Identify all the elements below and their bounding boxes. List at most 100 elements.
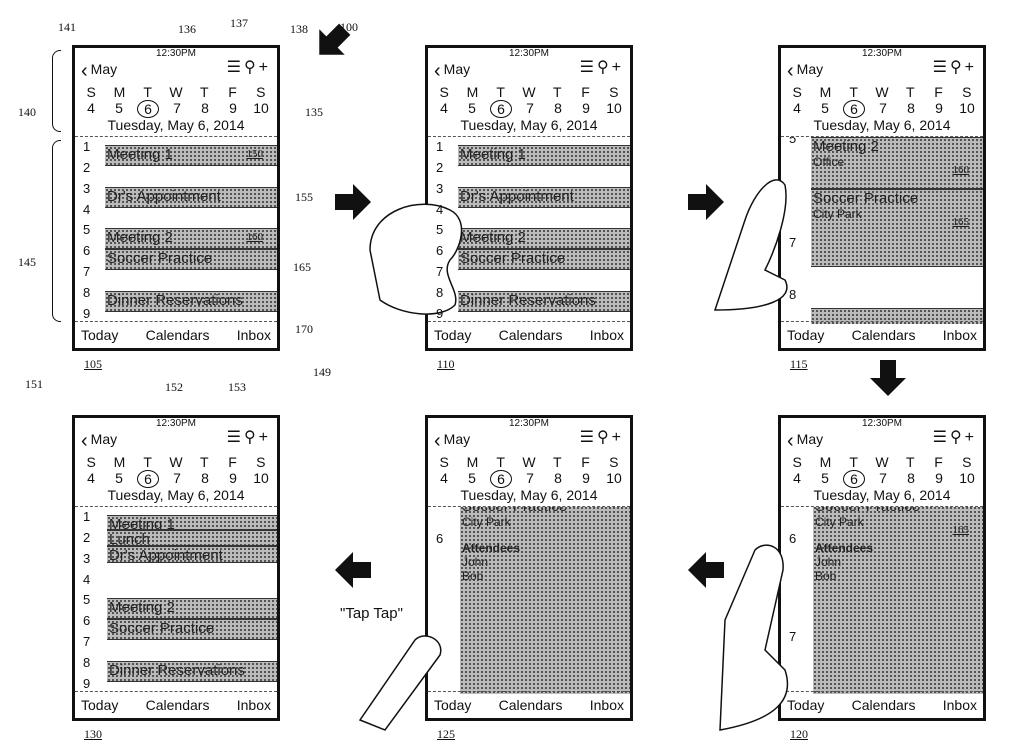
date-cell[interactable]: 7: [520, 470, 540, 488]
date-cell[interactable]: 4: [81, 100, 101, 118]
event-block[interactable]: Soccer PracticeCity ParkAttendeesJohnBob…: [813, 507, 983, 694]
date-cell[interactable]: 8: [901, 100, 921, 118]
plus-icon[interactable]: +: [612, 59, 624, 76]
list-icon[interactable]: ☰: [227, 59, 244, 76]
date-cell[interactable]: 10: [604, 470, 624, 488]
date-cell[interactable]: 9: [929, 100, 949, 118]
search-icon[interactable]: ⚲: [950, 429, 965, 446]
date-cell[interactable]: 5: [109, 470, 129, 488]
date-cell[interactable]: 10: [957, 470, 977, 488]
event-block[interactable]: Lunch: [107, 530, 277, 547]
date-cell[interactable]: 5: [462, 100, 482, 118]
search-icon[interactable]: ⚲: [597, 59, 612, 76]
event-block[interactable]: Dr's Appointment: [105, 187, 277, 208]
date-cell[interactable]: 5: [462, 470, 482, 488]
date-cell[interactable]: 9: [223, 470, 243, 488]
date-cell[interactable]: 6: [490, 470, 512, 488]
date-cell[interactable]: 9: [576, 100, 596, 118]
back-button[interactable]: ‹May: [434, 60, 470, 83]
tab-inbox[interactable]: Inbox: [590, 327, 624, 343]
event-block[interactable]: Soccer PracticeCity Park165: [811, 189, 983, 267]
event-block[interactable]: Meeting 1: [458, 145, 630, 166]
list-icon[interactable]: ☰: [933, 429, 950, 446]
tab-inbox[interactable]: Inbox: [943, 697, 977, 713]
date-cell[interactable]: 8: [548, 100, 568, 118]
date-cell[interactable]: 10: [957, 100, 977, 118]
date-cell[interactable]: 10: [251, 100, 271, 118]
date-cell[interactable]: 5: [109, 100, 129, 118]
search-icon[interactable]: ⚲: [950, 59, 965, 76]
date-cell[interactable]: 4: [434, 100, 454, 118]
event-block[interactable]: Meeting 1: [107, 515, 277, 530]
date-cell[interactable]: 7: [167, 100, 187, 118]
date-cell[interactable]: 9: [223, 100, 243, 118]
day-view[interactable]: 123456789Meeting 1LunchDr's AppointmentM…: [75, 507, 277, 694]
date-cell[interactable]: 9: [929, 470, 949, 488]
event-block[interactable]: Soccer Practice: [107, 619, 277, 640]
date-cell[interactable]: 7: [873, 100, 893, 118]
list-icon[interactable]: ☰: [227, 429, 244, 446]
tab-calendars[interactable]: Calendars: [499, 697, 563, 713]
date-cell[interactable]: 4: [787, 470, 807, 488]
search-icon[interactable]: ⚲: [244, 429, 259, 446]
event-block[interactable]: Meeting 2Office160: [811, 137, 983, 189]
date-cell[interactable]: 7: [167, 470, 187, 488]
search-icon[interactable]: ⚲: [597, 429, 612, 446]
plus-icon[interactable]: +: [965, 429, 977, 446]
event-block[interactable]: Meeting 2160: [105, 228, 277, 249]
date-cell[interactable]: 8: [901, 470, 921, 488]
event-block[interactable]: Soccer Practice: [105, 249, 277, 270]
date-cell[interactable]: 5: [815, 470, 835, 488]
tab-calendars[interactable]: Calendars: [499, 327, 563, 343]
list-icon[interactable]: ☰: [580, 59, 597, 76]
tab-inbox[interactable]: Inbox: [237, 327, 271, 343]
event-block[interactable]: Dinner Reservations: [107, 661, 277, 682]
date-cell[interactable]: 7: [520, 100, 540, 118]
back-button[interactable]: ‹May: [81, 60, 117, 83]
date-cell[interactable]: 10: [251, 470, 271, 488]
plus-icon[interactable]: +: [259, 429, 271, 446]
date-cell[interactable]: 6: [137, 100, 159, 118]
date-cell[interactable]: 4: [81, 470, 101, 488]
tab-inbox[interactable]: Inbox: [590, 697, 624, 713]
plus-icon[interactable]: +: [612, 429, 624, 446]
date-cell[interactable]: 8: [548, 470, 568, 488]
date-cell[interactable]: 7: [873, 470, 893, 488]
list-icon[interactable]: ☰: [580, 429, 597, 446]
plus-icon[interactable]: +: [965, 59, 977, 76]
date-cell[interactable]: 4: [434, 470, 454, 488]
date-cell[interactable]: 6: [843, 100, 865, 118]
date-cell[interactable]: 8: [195, 100, 215, 118]
tab-calendars[interactable]: Calendars: [852, 327, 916, 343]
tab-today[interactable]: Today: [81, 697, 118, 713]
tab-inbox[interactable]: Inbox: [943, 327, 977, 343]
event-block[interactable]: Meeting 2: [107, 598, 277, 619]
tab-inbox[interactable]: Inbox: [237, 697, 271, 713]
date-cell[interactable]: 5: [815, 100, 835, 118]
tab-calendars[interactable]: Calendars: [146, 327, 210, 343]
event-block[interactable]: Meeting 1150: [105, 145, 277, 166]
event-block[interactable]: Dr's Appointment: [107, 546, 277, 563]
date-cell[interactable]: 8: [195, 470, 215, 488]
tab-calendars[interactable]: Calendars: [852, 697, 916, 713]
back-button[interactable]: ‹May: [787, 60, 823, 83]
event-block[interactable]: Dinner Reservations: [105, 291, 277, 312]
event-block[interactable]: Soccer PracticeCity ParkAttendeesJohnBob: [460, 507, 630, 694]
day-view[interactable]: 6Soccer PracticeCity ParkAttendeesJohnBo…: [428, 507, 630, 694]
back-button[interactable]: ‹May: [434, 430, 470, 453]
hour-label: 5: [83, 222, 90, 237]
back-button[interactable]: ‹May: [787, 430, 823, 453]
date-cell[interactable]: 6: [490, 100, 512, 118]
tab-calendars[interactable]: Calendars: [146, 697, 210, 713]
date-cell[interactable]: 10: [604, 100, 624, 118]
list-icon[interactable]: ☰: [933, 59, 950, 76]
plus-icon[interactable]: +: [259, 59, 271, 76]
date-cell[interactable]: 6: [843, 470, 865, 488]
day-view[interactable]: 123456789Meeting 1150Dr's AppointmentMee…: [75, 137, 277, 324]
back-button[interactable]: ‹May: [81, 430, 117, 453]
date-cell[interactable]: 9: [576, 470, 596, 488]
tab-today[interactable]: Today: [81, 327, 118, 343]
date-cell[interactable]: 4: [787, 100, 807, 118]
date-cell[interactable]: 6: [137, 470, 159, 488]
search-icon[interactable]: ⚲: [244, 59, 259, 76]
